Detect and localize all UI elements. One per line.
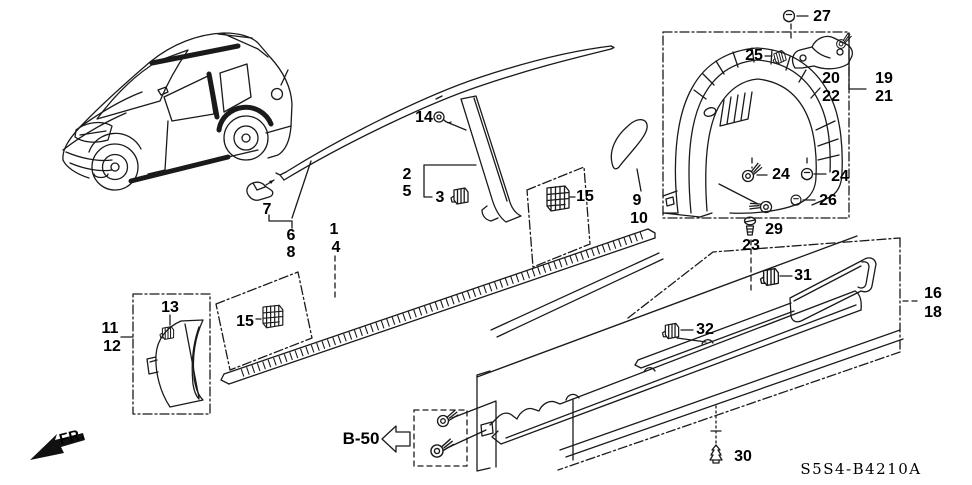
callout-24-b: 24 (831, 168, 849, 185)
callout-18: 18 (924, 304, 942, 321)
callout-6: 6 (286, 227, 296, 244)
bracket-20-22 (790, 23, 867, 90)
callout-7: 7 (262, 201, 272, 218)
callout-4: 4 (331, 239, 341, 256)
callout-22: 22 (822, 88, 840, 105)
callout-20: 20 (822, 70, 840, 87)
b50-arrow-icon (381, 425, 411, 453)
clip-15-left (215, 271, 313, 371)
callout-5: 5 (402, 183, 412, 200)
callout-2: 2 (402, 166, 412, 183)
screws-29-23 (718, 183, 774, 294)
pillar-garnish-2-5 (423, 95, 522, 223)
car-illustration (62, 32, 293, 191)
callout-10: 10 (630, 210, 648, 227)
roof-molding-part (246, 45, 615, 229)
clip-14 (433, 111, 467, 131)
callout-15-left: 15 (236, 313, 254, 330)
clip-30 (709, 405, 723, 464)
clips-31-32 (661, 267, 793, 345)
door-molding-1-4 (220, 228, 664, 385)
corner-garnish-11-12 (120, 293, 211, 415)
callout-14: 14 (415, 109, 433, 126)
callout-9: 9 (632, 192, 642, 209)
callout-23: 23 (742, 237, 760, 254)
callout-32: 32 (696, 321, 714, 338)
callout-16: 16 (924, 285, 942, 302)
callout-26: 26 (819, 192, 837, 209)
clip-25 (764, 49, 788, 66)
callout-3: 3 (435, 189, 445, 206)
callout-25: 25 (745, 47, 763, 64)
callout-1: 1 (329, 221, 339, 238)
sill-underside-view (446, 290, 904, 472)
callout-19: 19 (875, 70, 893, 87)
b50-reference[interactable] (381, 409, 468, 467)
callout-11: 11 (101, 320, 119, 337)
fasteners-24-26 (739, 157, 827, 206)
quarter-garnish-9-10 (610, 119, 648, 192)
fr-arrow-icon (30, 433, 85, 460)
callout-24-a: 24 (772, 166, 790, 183)
callout-13: 13 (161, 299, 179, 316)
diagram-code: S5S4-B4210A (800, 460, 922, 478)
clip-27 (782, 9, 809, 23)
callout-31: 31 (794, 267, 812, 284)
clip-15-right (526, 166, 591, 268)
callout-15-right: 15 (576, 188, 594, 205)
fr-direction-arrow (30, 433, 85, 460)
callout-27: 27 (813, 8, 831, 25)
callout-12: 12 (103, 338, 121, 355)
b50-ref-label[interactable]: B-50 (342, 429, 380, 448)
callout-29: 29 (765, 221, 783, 238)
callout-8: 8 (286, 244, 296, 261)
callout-30: 30 (734, 448, 752, 465)
sill-garnish-16-18 (476, 235, 918, 471)
callout-21: 21 (875, 88, 893, 105)
